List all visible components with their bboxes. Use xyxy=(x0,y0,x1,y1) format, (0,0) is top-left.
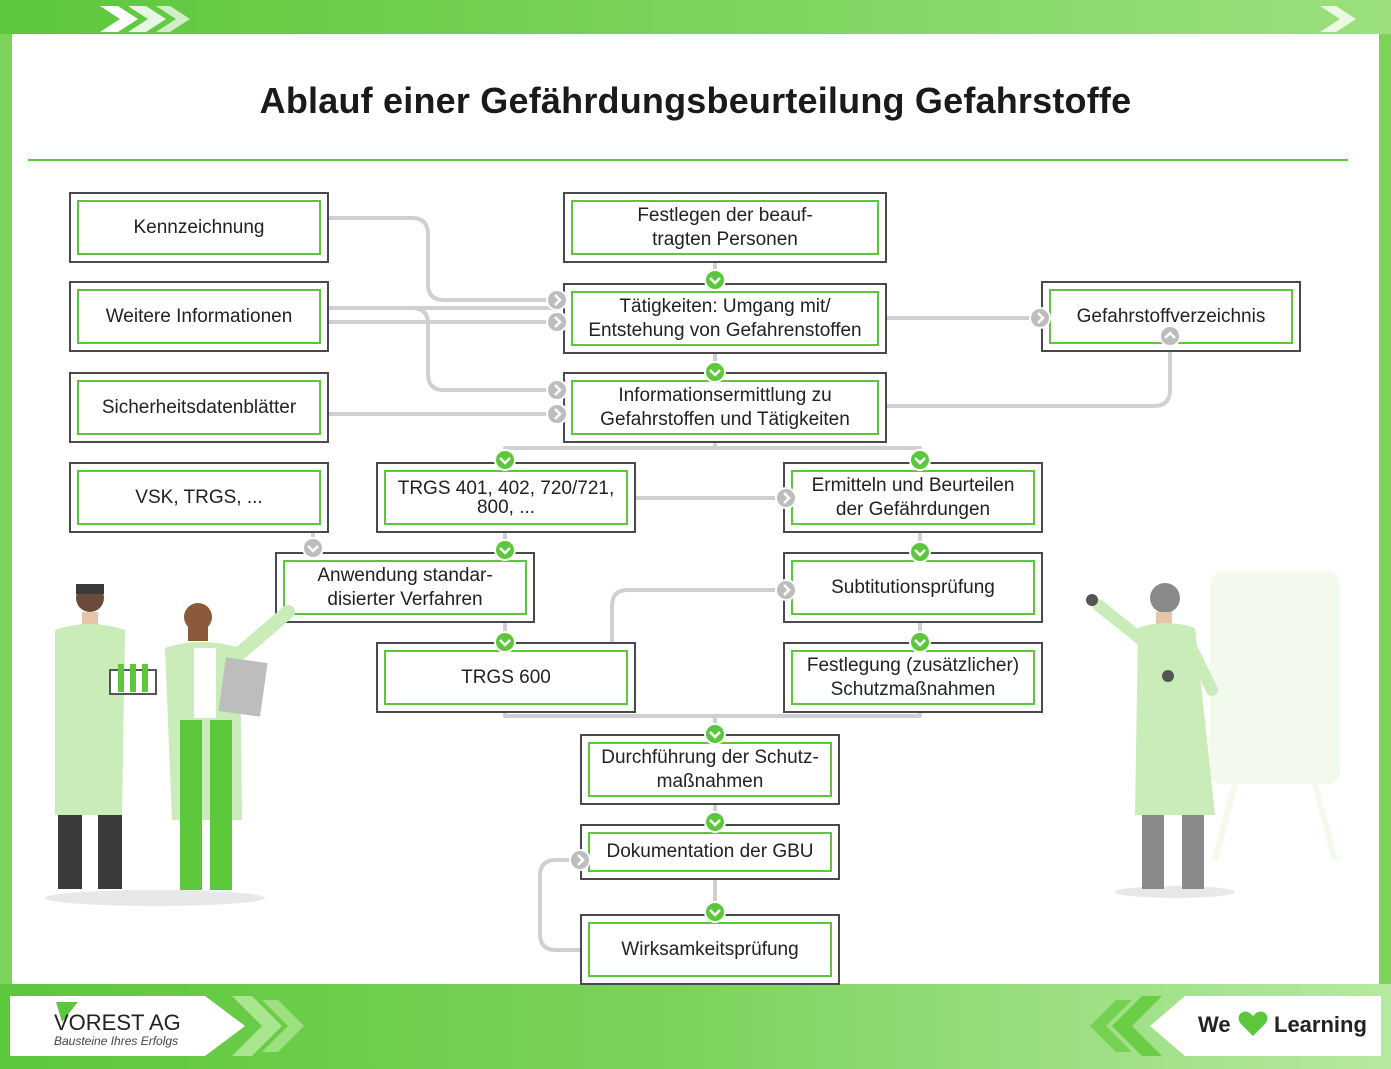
chevron-down-glyph xyxy=(914,549,926,557)
chevron-glyph xyxy=(554,294,562,306)
chevron-down-glyph xyxy=(709,819,721,827)
chevron-down-icon xyxy=(909,631,931,653)
chevron-down-glyph xyxy=(499,457,511,465)
chevron-glyph xyxy=(783,584,791,596)
chevron-glyph xyxy=(554,408,562,420)
chevron-down-icon xyxy=(302,537,324,559)
chevron-down-glyph xyxy=(709,277,721,285)
chevron-icon xyxy=(232,996,304,1056)
box-dokumentation-label: Dokumentation der GBU xyxy=(588,832,832,872)
chevron-down-icon xyxy=(494,631,516,653)
chevron-glyph xyxy=(307,545,319,553)
chevron-icon xyxy=(1090,996,1162,1056)
chevron-down-glyph xyxy=(709,909,721,917)
slogan-learning: Learning xyxy=(1274,1012,1367,1037)
chevron-down-icon xyxy=(909,541,931,563)
box-festlegen-label: Festlegen der beauf- tragten Personen xyxy=(571,200,879,255)
chevron-down-glyph xyxy=(709,369,721,377)
chevron-down-icon xyxy=(494,539,516,561)
chevron-down-glyph xyxy=(709,731,721,739)
box-vsk-trgs: VSK, TRGS, ... xyxy=(69,462,329,533)
box-subtitutionspruefung-label: Subtitutionsprüfung xyxy=(791,560,1035,615)
chevron-glyph xyxy=(554,316,562,328)
box-anwendung-label: Anwendung standar- disierter Verfahren xyxy=(283,560,527,615)
chevron-up-icon xyxy=(1159,325,1181,347)
box-sicherheitsdatenblaetter: Sicherheitsdatenblätter xyxy=(69,372,329,443)
box-wirksamkeitspruefung-label: Wirksamkeitsprüfung xyxy=(588,922,832,977)
box-vsk-trgs-label: VSK, TRGS, ... xyxy=(77,470,321,525)
chevron-right-icon xyxy=(1029,307,1051,329)
box-taetigkeiten: Tätigkeiten: Umgang mit/ Entstehung von … xyxy=(563,283,887,354)
chevron-right-icon xyxy=(569,849,591,871)
chevron-right-icon xyxy=(546,289,568,311)
box-ermitteln: Ermitteln und Beurteilen der Gefährdunge… xyxy=(783,462,1043,533)
box-anwendung: Anwendung standar- disierter Verfahren xyxy=(275,552,535,623)
chevron-right-icon xyxy=(546,379,568,401)
chevron-down-icon xyxy=(704,269,726,291)
box-informationsermittlung-label: Informationsermittlung zu Gefahrstoffen … xyxy=(571,380,879,435)
chevron-down-glyph xyxy=(499,639,511,647)
chevron-right-icon xyxy=(546,311,568,333)
chevron-down-icon xyxy=(909,449,931,471)
chevron-down-icon xyxy=(704,361,726,383)
chevron-down-icon xyxy=(704,901,726,923)
box-trgs-401: TRGS 401, 402, 720/721, 800, ... xyxy=(376,462,636,533)
slogan-we: We xyxy=(1198,1012,1231,1037)
brand-tagline: Bausteine Ihres Erfolgs xyxy=(54,1034,179,1048)
logo-triangle xyxy=(56,1002,78,1022)
box-trgs-401-label: TRGS 401, 402, 720/721, 800, ... xyxy=(384,470,628,525)
chevron-right-icon xyxy=(546,403,568,425)
box-weitere-informationen-label: Weitere Informationen xyxy=(77,289,321,344)
title-divider xyxy=(28,159,1348,161)
box-subtitutionspruefung: Subtitutionsprüfung xyxy=(783,552,1043,623)
chevron-glyph xyxy=(1037,312,1045,324)
box-kennzeichnung-label: Kennzeichnung xyxy=(77,200,321,255)
chevron-down-glyph xyxy=(499,547,511,555)
chevron-glyph xyxy=(1164,331,1176,339)
box-festlegung: Festlegung (zusätzlicher) Schutzmaßnahme… xyxy=(783,642,1043,713)
chevron-down-glyph xyxy=(914,639,926,647)
box-festlegung-label: Festlegung (zusätzlicher) Schutzmaßnahme… xyxy=(791,650,1035,705)
chevron-right-icon xyxy=(775,579,797,601)
box-kennzeichnung: Kennzeichnung xyxy=(69,192,329,263)
page-title: Ablauf einer Gefährdungsbeurteilung Gefa… xyxy=(259,80,1132,121)
chevron-down-glyph xyxy=(914,457,926,465)
chevron-down-icon xyxy=(704,811,726,833)
heart-icon xyxy=(1238,1011,1268,1036)
box-weitere-informationen: Weitere Informationen xyxy=(69,281,329,352)
box-sicherheitsdatenblaetter-label: Sicherheitsdatenblätter xyxy=(77,380,321,435)
chevron-down-icon xyxy=(704,723,726,745)
box-taetigkeiten-label: Tätigkeiten: Umgang mit/ Entstehung von … xyxy=(571,291,879,346)
chevron-glyph xyxy=(783,492,791,504)
chevron-glyph xyxy=(577,854,585,866)
box-durchfuehrung-label: Durchführung der Schutz- maßnahmen xyxy=(588,742,832,797)
box-durchfuehrung: Durchführung der Schutz- maßnahmen xyxy=(580,734,840,805)
box-informationsermittlung: Informationsermittlung zu Gefahrstoffen … xyxy=(563,372,887,443)
chevron-icon xyxy=(100,6,1356,32)
box-festlegen: Festlegen der beauf- tragten Personen xyxy=(563,192,887,263)
box-ermitteln-label: Ermitteln und Beurteilen der Gefährdunge… xyxy=(791,470,1035,525)
chevron-glyph xyxy=(554,384,562,396)
brand-name: VOREST AG xyxy=(54,1010,181,1035)
chevron-down-icon xyxy=(494,449,516,471)
chevron-right-icon xyxy=(775,487,797,509)
